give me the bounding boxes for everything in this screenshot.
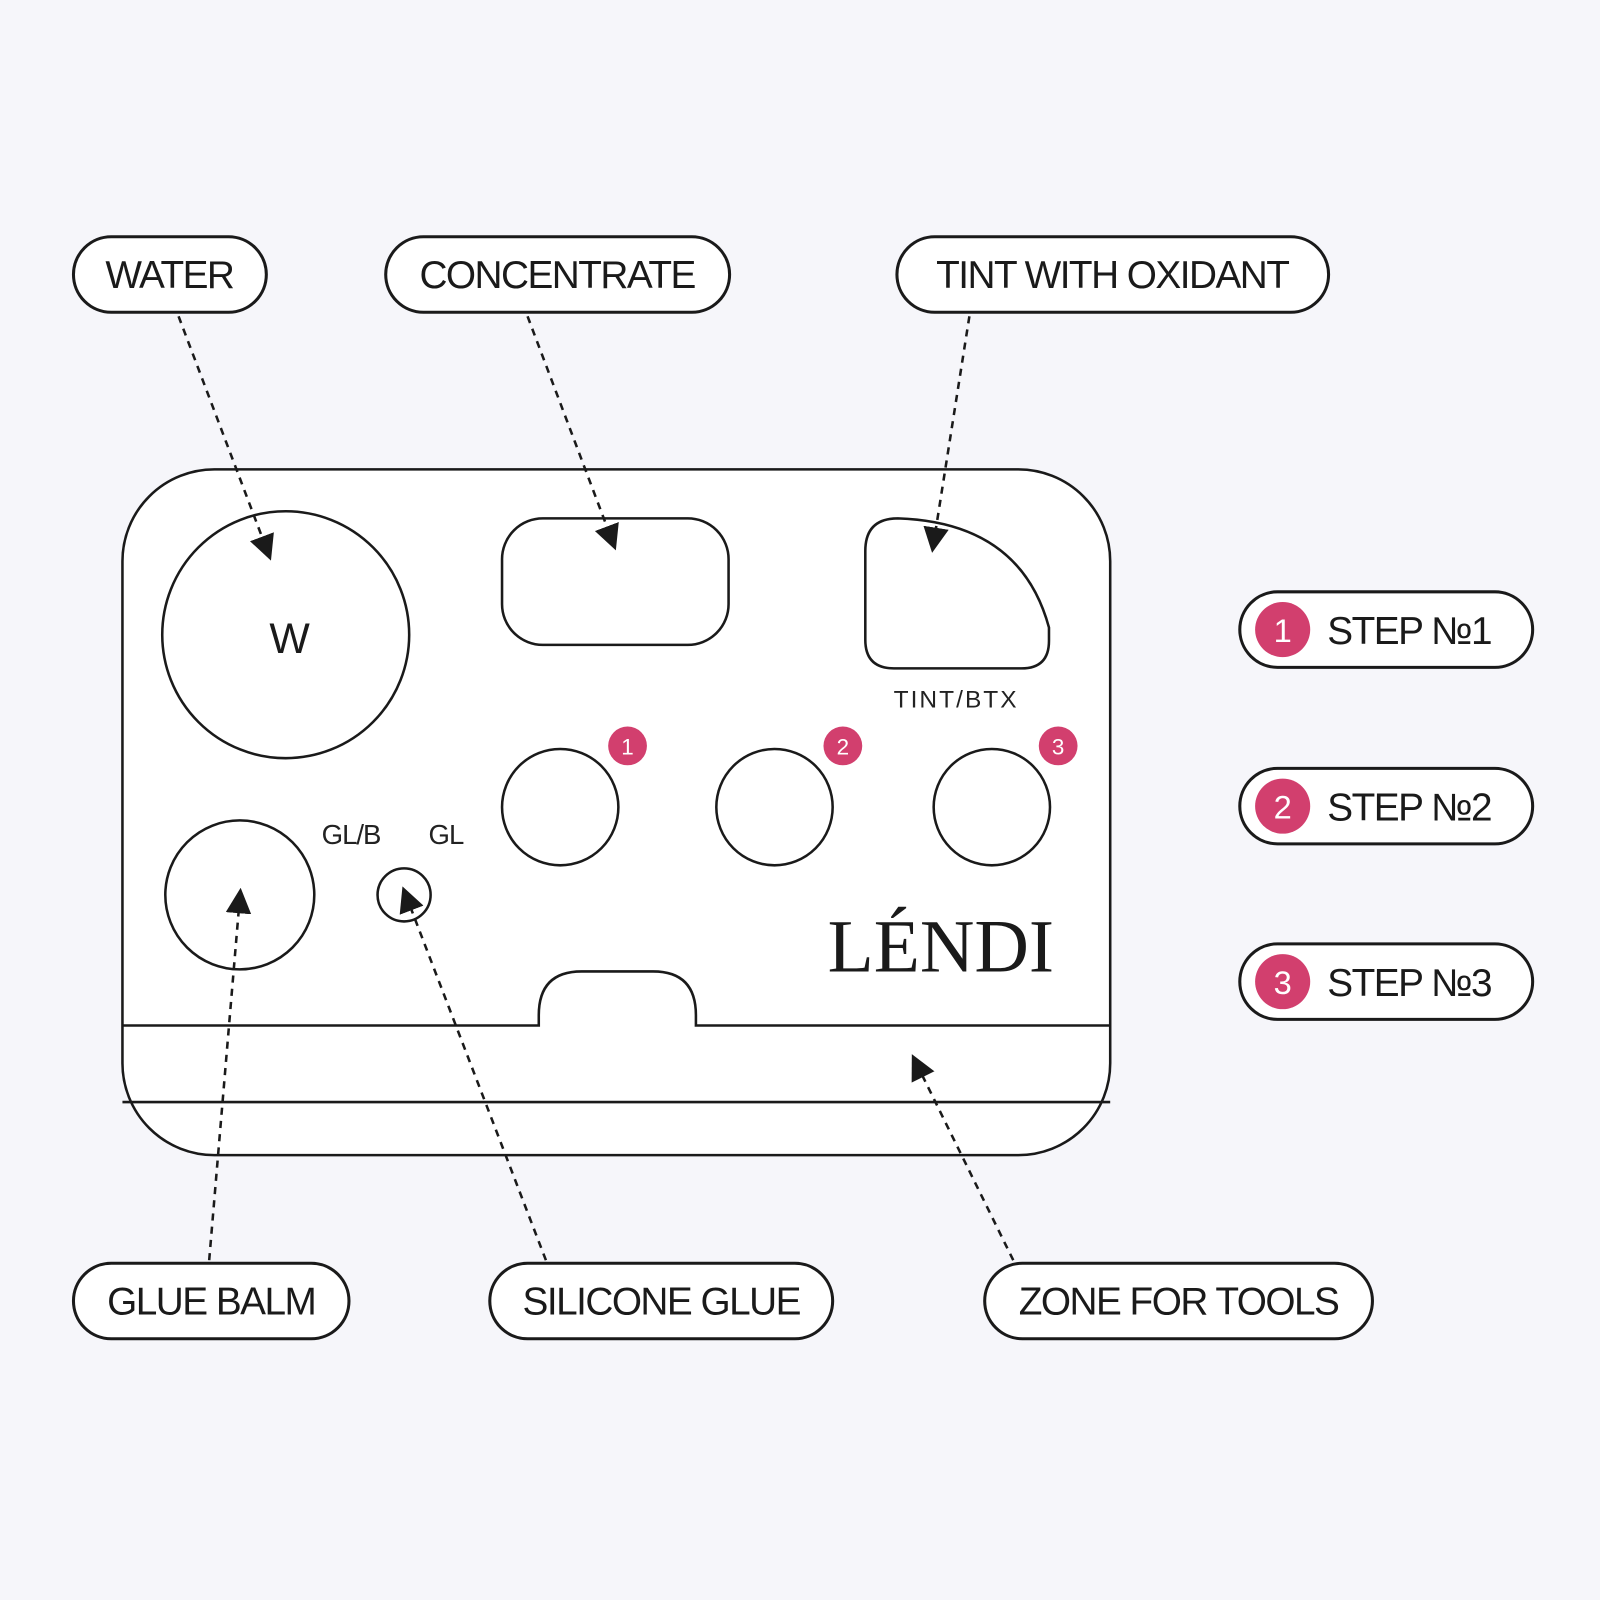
- step-well-2: [715, 747, 834, 867]
- well-badge-1: [608, 726, 647, 766]
- label-zone-for-tools: ZONE FOR TOOLS: [983, 1261, 1374, 1341]
- label-glue-balm: GLUE BALM: [71, 1261, 351, 1341]
- lendi-logo: LÉNDI: [828, 905, 1054, 988]
- palette-board: W TINT/BTX 1 2 3 GL/B GL LÉNDI: [121, 468, 1112, 1157]
- tools-zone-arrow: [911, 1054, 1015, 1261]
- water-arrow: [177, 315, 274, 561]
- label-tint-with-oxidant: TINT WITH OXIDANT: [895, 235, 1331, 314]
- well-badge-3-text: 3: [1052, 734, 1064, 759]
- label-concentrate: CONCENTRATE: [384, 235, 732, 314]
- step-well-3: [932, 747, 1052, 867]
- label-zone-text: ZONE FOR TOOLS: [1019, 1281, 1339, 1324]
- label-concentrate-text: CONCENTRATE: [419, 254, 695, 297]
- tint-btx-label: TINT/BTX: [894, 687, 1019, 714]
- glb-label: GL/B: [322, 819, 381, 850]
- concentrate-well: [500, 517, 730, 647]
- well-badge-2-text: 2: [837, 734, 849, 759]
- step-2-label: STEP №2: [1327, 787, 1491, 830]
- label-silicone-glue: SILICONE GLUE: [488, 1261, 835, 1341]
- label-water-text: WATER: [105, 254, 234, 297]
- label-tint-text: TINT WITH OXIDANT: [936, 254, 1289, 297]
- tint-arrow: [923, 316, 971, 553]
- label-water: WATER: [71, 235, 268, 314]
- well-badge-2: [823, 726, 863, 766]
- step-legend-3: 3 STEP №3: [1238, 942, 1535, 1021]
- water-well: [160, 509, 411, 760]
- step-2-number: 2: [1274, 789, 1292, 826]
- silicone-glue-arrow: [399, 886, 548, 1261]
- step-1-number: 1: [1274, 612, 1292, 649]
- glue-balm-well: [164, 819, 316, 971]
- step-1-label: STEP №1: [1327, 610, 1491, 653]
- silicone-glue-well: [376, 867, 432, 923]
- step-3-label: STEP №3: [1327, 962, 1491, 1005]
- step-legend-1: 1 STEP №1: [1238, 590, 1535, 669]
- gl-label: GL: [429, 819, 464, 850]
- step-legend-2: 2 STEP №2: [1238, 766, 1535, 846]
- tint-well: [864, 517, 1051, 670]
- step-well-1: [500, 747, 620, 867]
- water-mark: W: [269, 615, 310, 663]
- well-badge-3: [1038, 726, 1078, 766]
- tool-zone-top-edge: [122, 970, 1111, 1027]
- step-3-number: 3: [1274, 964, 1292, 1001]
- well-badge-1-text: 1: [621, 734, 633, 759]
- label-glue-balm-text: GLUE BALM: [107, 1281, 315, 1324]
- concentrate-arrow: [526, 315, 619, 551]
- label-silicone-glue-text: SILICONE GLUE: [523, 1281, 801, 1324]
